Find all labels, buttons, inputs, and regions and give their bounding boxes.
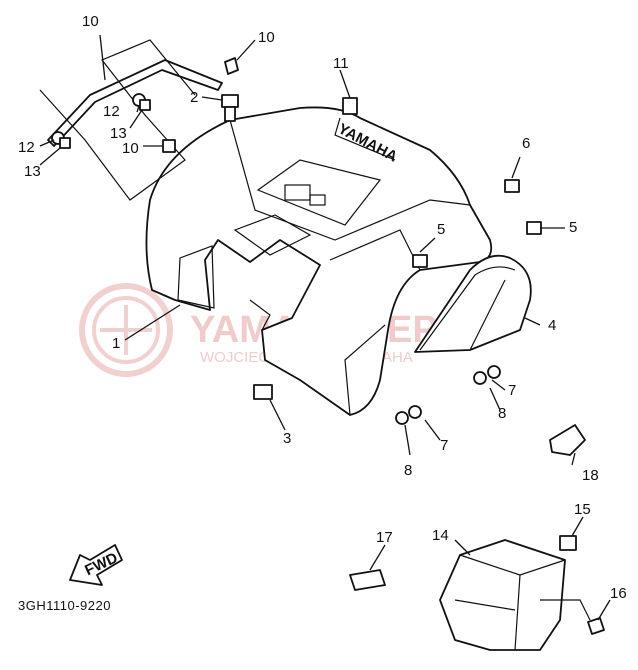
callout-8-left: 8: [404, 462, 412, 479]
callout-14: 14: [432, 527, 449, 544]
callout-10-left: 10: [122, 140, 139, 157]
callout-3: 3: [283, 430, 291, 447]
callout-2: 2: [190, 89, 198, 106]
fwd-arrow: FWD: [69, 544, 123, 586]
callout-9: 10: [82, 13, 99, 30]
rear-fender: YAMAHA: [145, 106, 493, 416]
callout-7-left: 7: [440, 437, 448, 454]
callout-5-middle: 5: [437, 221, 445, 238]
callout-12-top: 12: [103, 103, 120, 120]
callout-1: 1: [112, 335, 120, 352]
callout-11: 11: [333, 55, 349, 72]
callout-6: 6: [522, 135, 530, 152]
mudflap-bracket: [39, 39, 223, 201]
callout-10-top: 10: [258, 29, 275, 46]
callout-18: 18: [582, 467, 599, 484]
callout-5-right: 5: [569, 219, 577, 236]
callout-4: 4: [548, 317, 556, 334]
callout-8-right: 8: [498, 405, 506, 422]
storage-box: [439, 539, 591, 651]
callout-16: 16: [610, 585, 627, 602]
callout-17: 17: [376, 529, 393, 546]
leader-lines: [39, 34, 611, 621]
callout-numbers: 10 10 2 11 12 13 10 12 13 6 5 5 4 1 3 7 …: [18, 13, 627, 602]
callout-15: 15: [574, 501, 591, 518]
callout-13-top: 13: [110, 125, 127, 142]
callout-7-right: 7: [508, 382, 516, 399]
side-guard: [414, 254, 532, 353]
callout-12-left: 12: [18, 139, 35, 156]
callout-13-left: 13: [24, 163, 41, 180]
part-code: 3GH1110-9220: [18, 598, 111, 613]
